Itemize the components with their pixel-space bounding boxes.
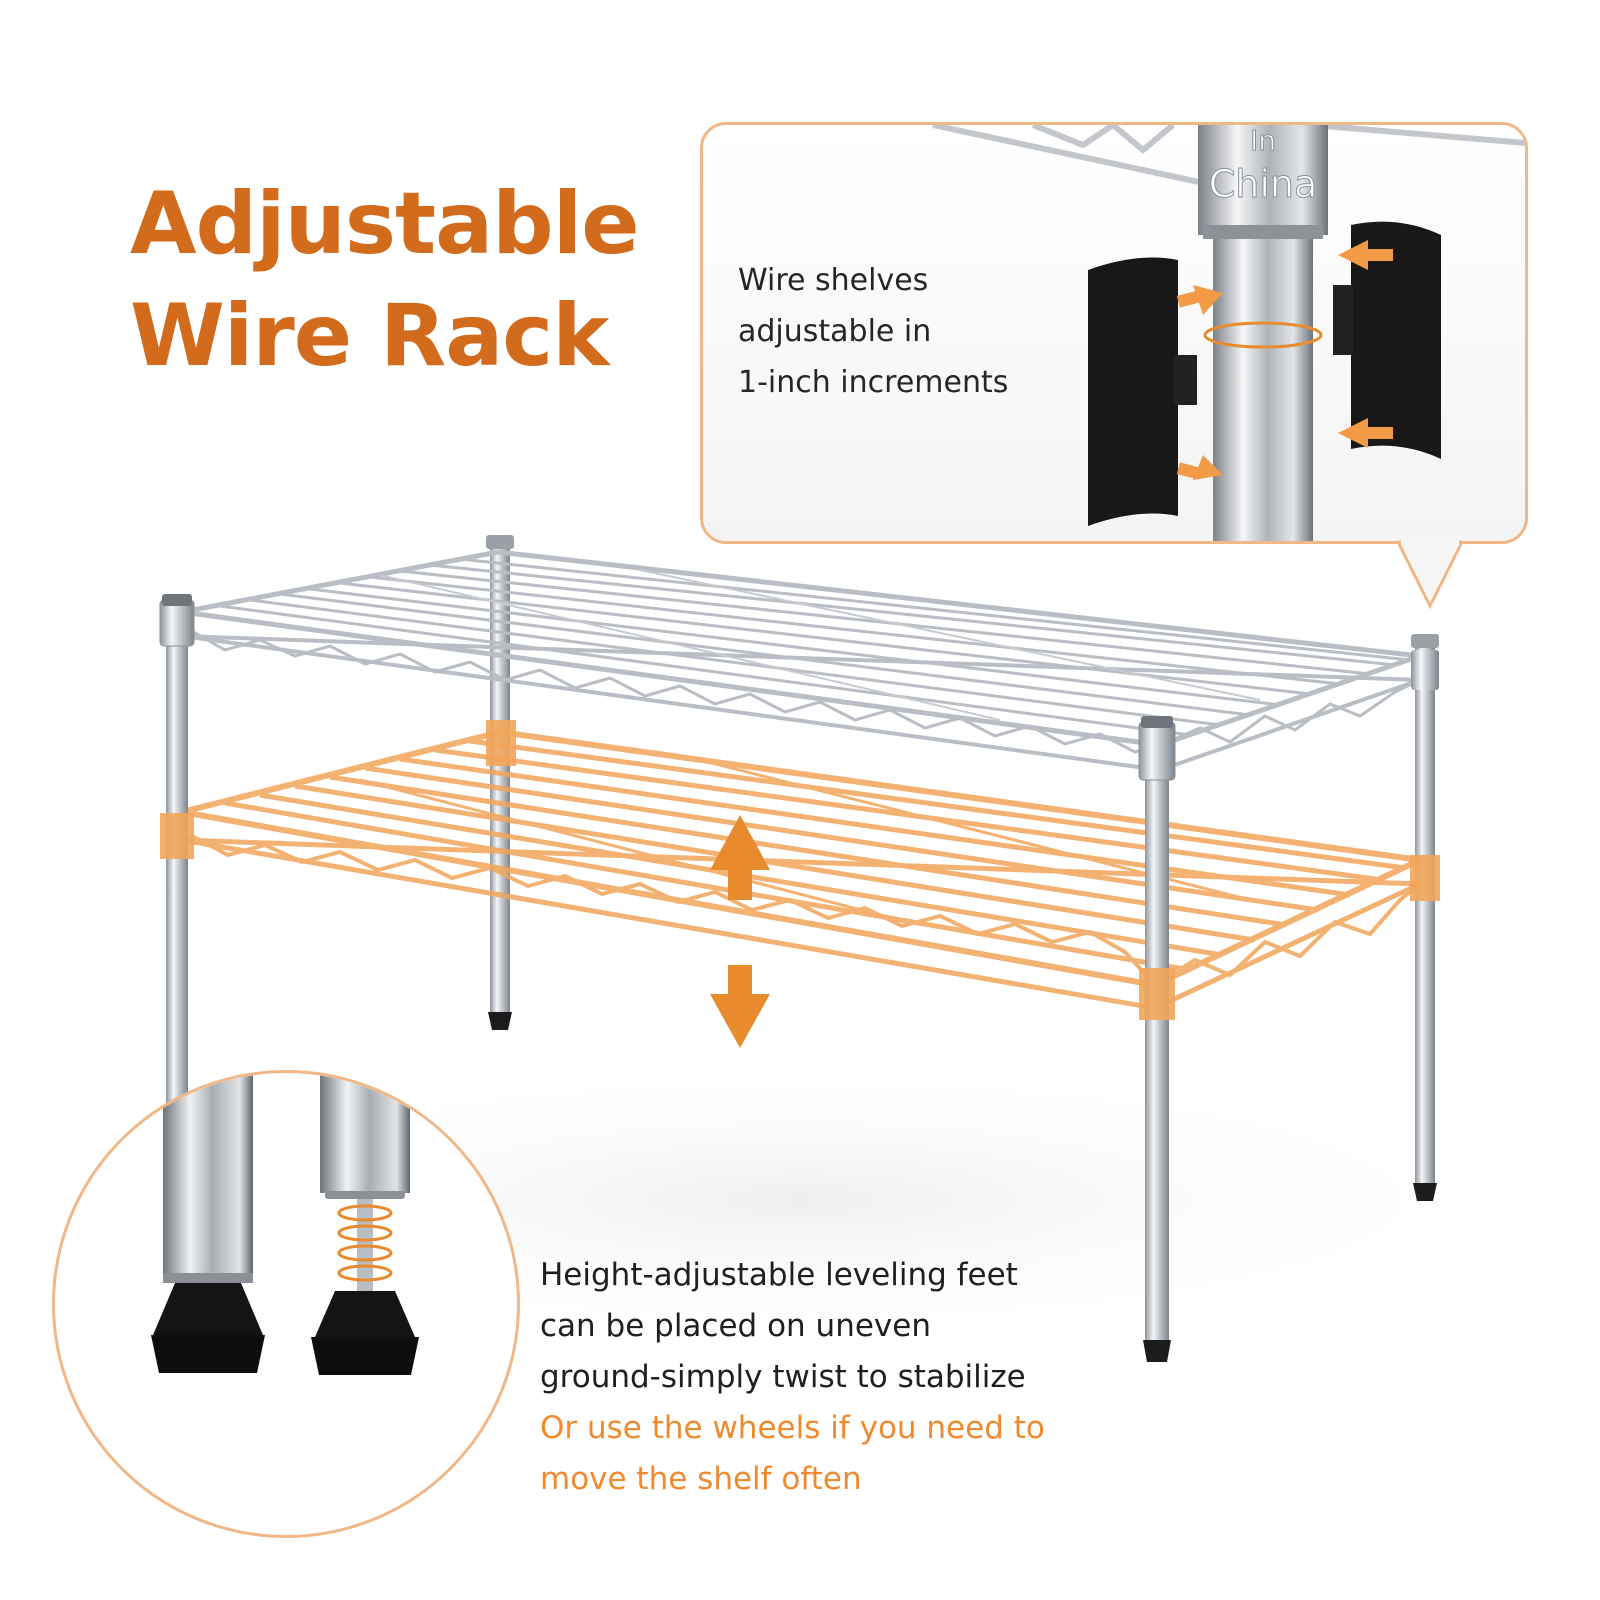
pole-engraving-in: In [1250, 125, 1276, 157]
feet-line-2: can be placed on uneven [540, 1308, 931, 1344]
adjustable-lower-shelf [181, 728, 1431, 1011]
rear-right-shelf-clip [1410, 855, 1440, 901]
standard-foot [151, 1073, 265, 1373]
pole-engraving-china: China [1209, 162, 1318, 206]
page-title: Adjustable Wire Rack [130, 168, 640, 392]
shelf-clip-illustration: In China [932, 125, 1525, 541]
clip-arrow-icon [1176, 240, 1393, 480]
callout-pointer [1398, 540, 1462, 610]
title-line-2: Wire Rack [130, 286, 609, 386]
wheels-line-1: Or use the wheels if you need to [540, 1410, 1045, 1446]
right-clip-half [1333, 221, 1441, 459]
front-left-post [159, 594, 195, 1124]
leveling-feet-description: Height-adjustable leveling feet can be p… [540, 1250, 1045, 1505]
pole-groove-ring [1203, 321, 1323, 349]
rear-right-post [1411, 634, 1439, 1201]
wheels-line-2: move the shelf often [540, 1461, 862, 1497]
shelf-adjust-description: Wire shelves adjustable in 1-inch increm… [738, 255, 1008, 408]
shelf-adjust-line-3: 1-inch increments [738, 365, 1009, 400]
left-clip-half [1088, 257, 1197, 526]
up-arrow-icon [710, 815, 770, 900]
shelf-adjust-line-2: adjustable in [738, 314, 932, 349]
leveling-feet-callout [52, 1070, 520, 1538]
title-line-1: Adjustable [130, 174, 640, 274]
rear-left-shelf-clip [486, 720, 516, 766]
leveling-feet-illustration [151, 1073, 419, 1375]
top-wire-shelf [181, 549, 1421, 773]
rear-right-top-clip [1411, 650, 1439, 690]
down-arrow-icon [710, 965, 770, 1048]
spring-coil [337, 1204, 393, 1282]
shelf-clip-callout: In China [700, 122, 1528, 544]
extended-foot [311, 1073, 419, 1375]
front-right-post [1138, 716, 1176, 1362]
shelf-adjust-line-1: Wire shelves [738, 263, 929, 298]
feet-line-1: Height-adjustable leveling feet [540, 1257, 1018, 1293]
feet-line-3: ground-simply twist to stabilize [540, 1359, 1026, 1395]
